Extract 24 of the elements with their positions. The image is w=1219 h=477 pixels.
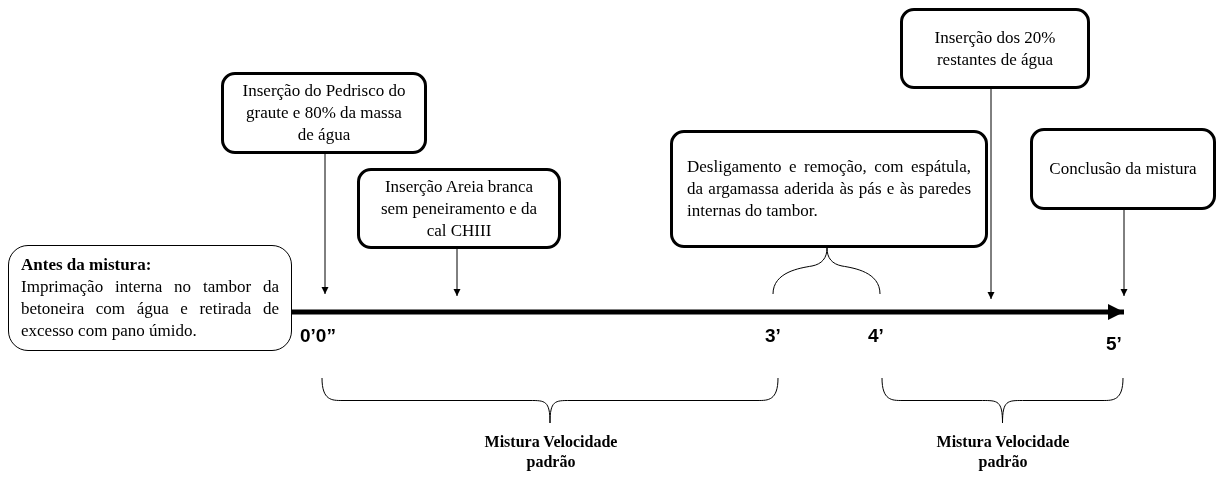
box-text: Inserção dos 20% restantes de água — [933, 26, 1057, 71]
process-box — [670, 130, 988, 248]
process-box — [1030, 128, 1216, 210]
arrow — [321, 153, 329, 295]
process-box — [8, 245, 292, 351]
process-box — [900, 8, 1090, 89]
box-text: Desligamento e remoção, com espátula, da argamassa aderida às pás e às paredes internas do tambor. — [687, 156, 971, 222]
box-heading: Antes da mistura: — [21, 254, 153, 276]
box-text: Inserção Areia branca sem peneiramento e da cal CHIII — [379, 175, 539, 242]
timeline-arrow — [292, 304, 1124, 320]
process-box — [357, 168, 561, 249]
phase-label: Mistura Velocidade padrão — [935, 432, 1071, 472]
box-text: Inserção do Pedrisco do graute e 80% da massa de água — [241, 80, 407, 146]
arrow — [987, 88, 995, 300]
time-label: 3’ — [765, 326, 782, 346]
phase-label: Mistura Velocidade padrão — [483, 432, 619, 472]
box-text: Conclusão da mistura — [1048, 158, 1198, 180]
arrow — [1120, 209, 1128, 297]
arrow — [453, 248, 461, 297]
time-label: 0’0” — [300, 326, 337, 346]
time-label: 4’ — [868, 326, 885, 346]
time-label: 5’ — [1106, 334, 1123, 354]
process-box — [221, 72, 427, 154]
box-text: Imprimação interna no tambor da betoneira com água e retirada de excesso com pano úmido. — [21, 276, 279, 342]
